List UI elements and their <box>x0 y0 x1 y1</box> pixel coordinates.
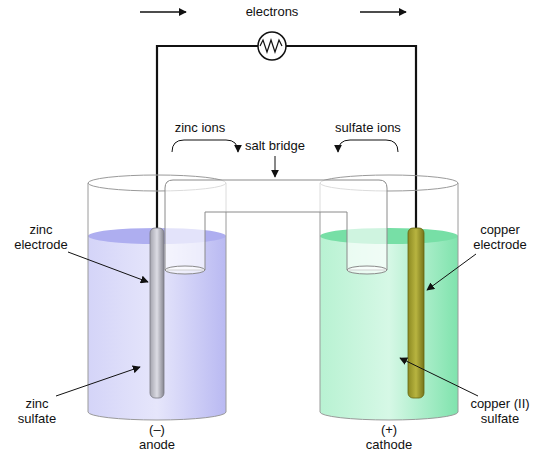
salt-bridge-tube <box>165 180 387 274</box>
electrode-role-label: cathode <box>354 437 424 452</box>
part-label: zinc sulfate <box>6 396 68 426</box>
part-label: copper (II) sulfate <box>458 396 542 426</box>
polarity-label: (+) <box>369 422 409 437</box>
part-label: salt bridge <box>225 138 325 153</box>
ion-arrow <box>172 140 238 152</box>
bulb-symbol <box>258 32 286 60</box>
ion-arrow <box>338 140 398 152</box>
flow-label: electrons <box>222 4 322 19</box>
polarity-label: (–) <box>137 422 177 437</box>
zinc-electrode <box>150 228 164 398</box>
leader-lines <box>56 140 478 396</box>
ion-label: zinc ions <box>150 120 250 135</box>
part-label: copper electrode <box>462 222 538 252</box>
copper-electrode <box>408 228 424 398</box>
ion-label: sulfate ions <box>318 120 418 135</box>
electrode-role-label: anode <box>122 437 192 452</box>
part-label: zinc electrode <box>6 222 76 252</box>
